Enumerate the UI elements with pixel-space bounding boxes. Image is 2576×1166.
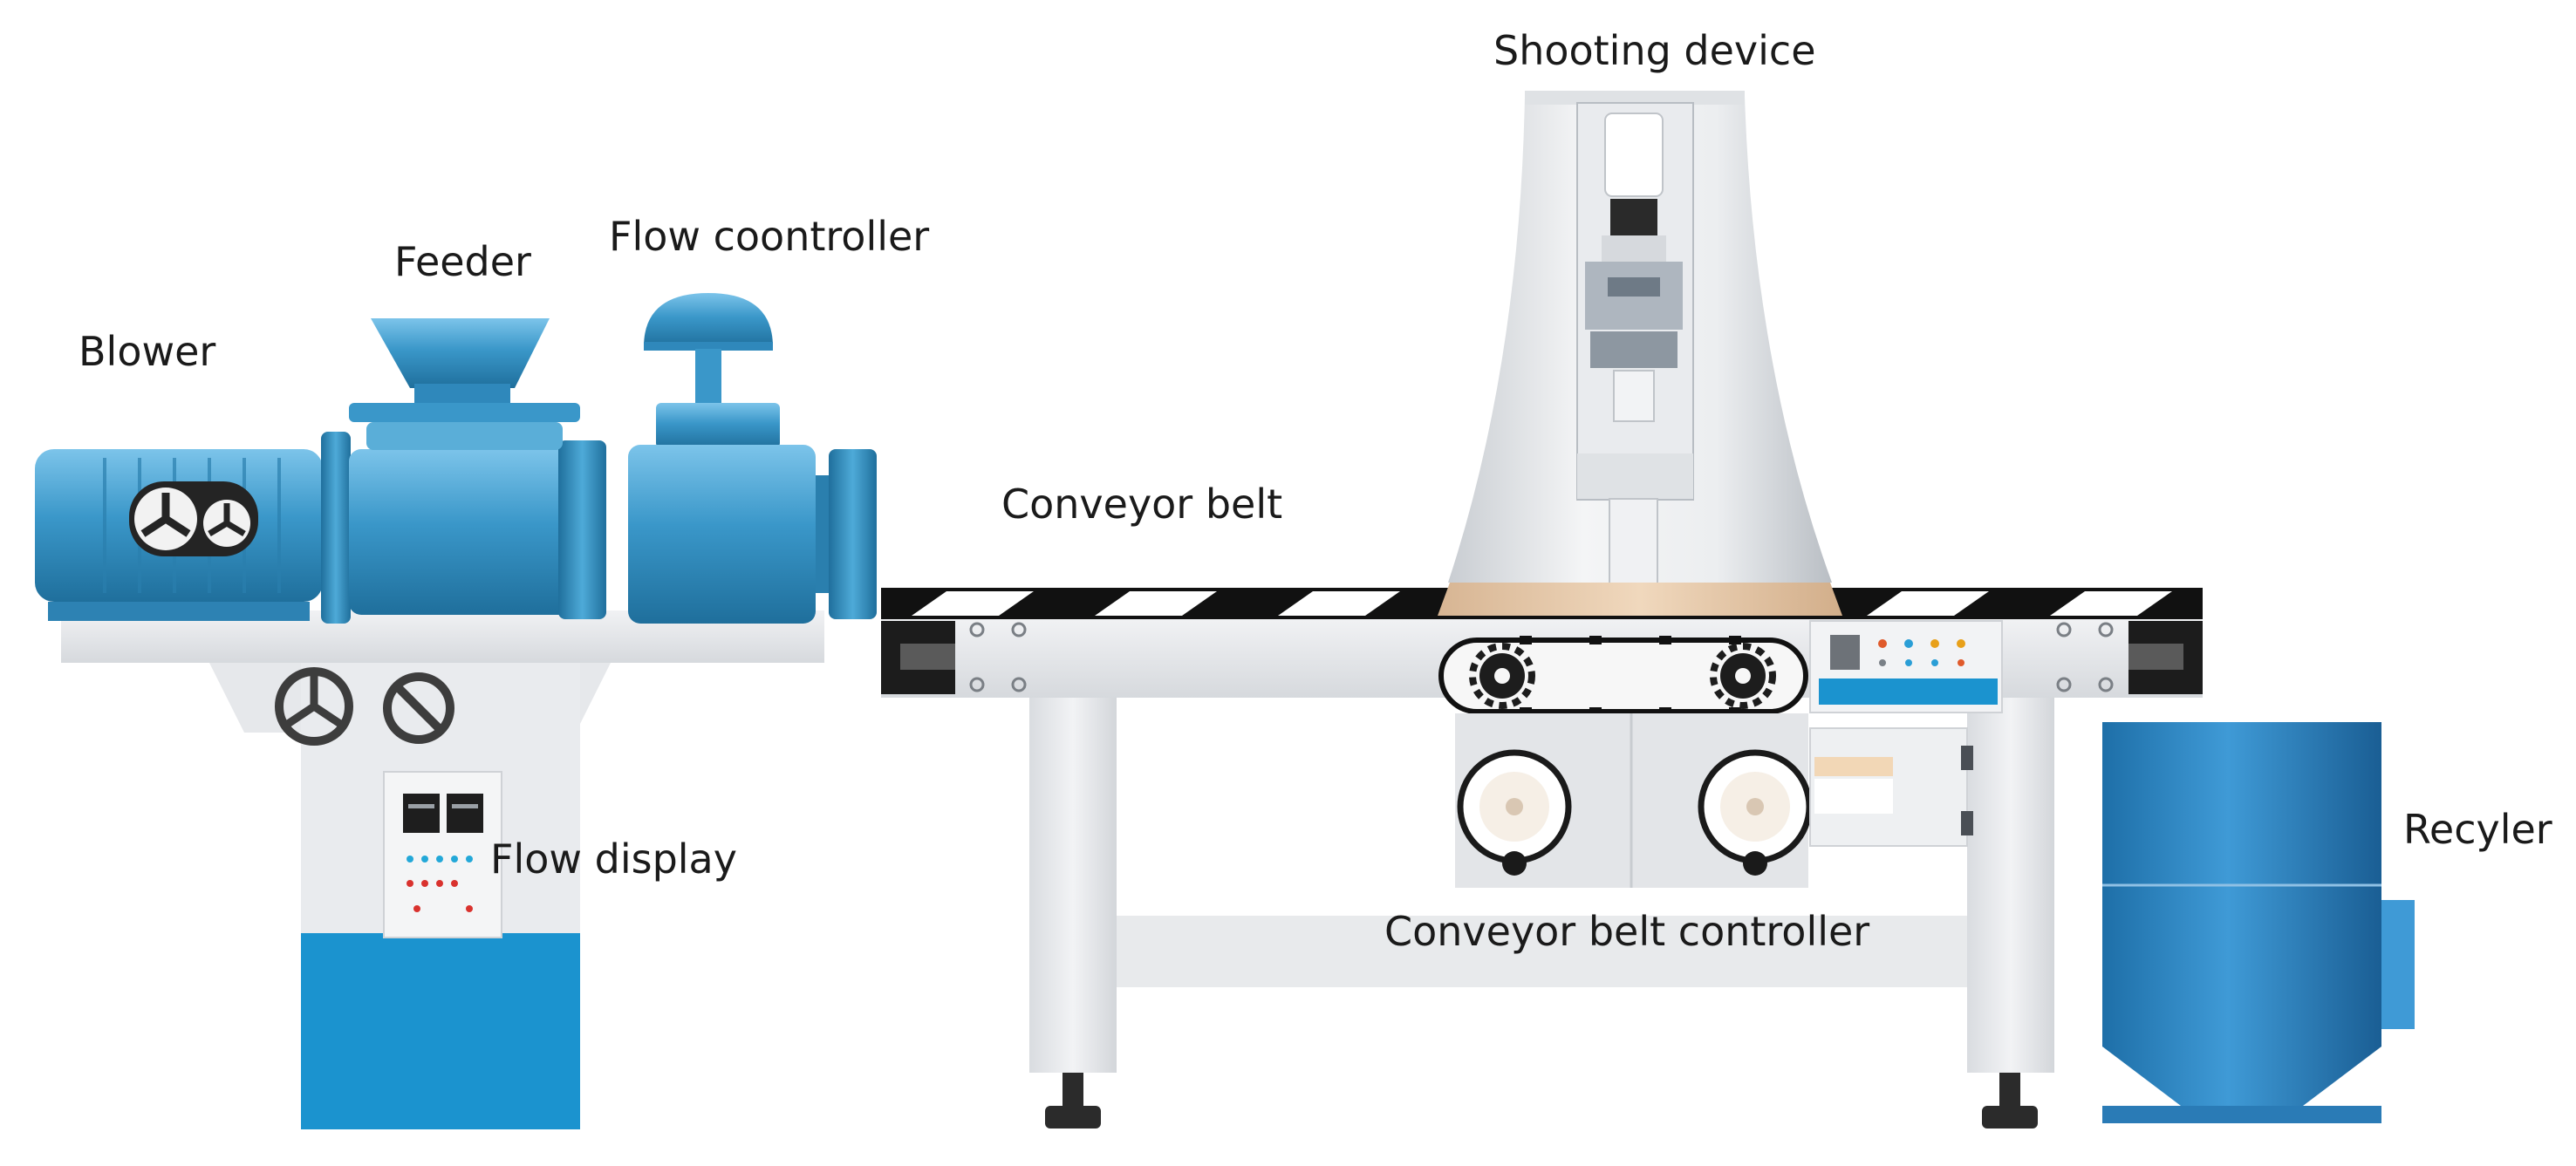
flow-display-panel bbox=[383, 771, 502, 938]
label-blower: Blower bbox=[79, 328, 216, 375]
label-recycler: Recyler bbox=[2403, 806, 2552, 853]
conveyor-leg-left bbox=[1029, 698, 1117, 1073]
flow-controller bbox=[628, 293, 877, 624]
label-feeder: Feeder bbox=[394, 238, 531, 285]
chain-drive bbox=[1438, 636, 1808, 716]
label-shooting-device: Shooting device bbox=[1493, 27, 1816, 74]
dial-knob-icon bbox=[1457, 749, 1572, 876]
label-conveyor-belt-controller: Conveyor belt controller bbox=[1384, 908, 1870, 955]
conveyor bbox=[881, 588, 2203, 1128]
mixing-housing bbox=[349, 449, 602, 615]
machine-cabinet bbox=[301, 933, 580, 1129]
housing-flange bbox=[558, 440, 606, 619]
conveyor-foot bbox=[1045, 1073, 1101, 1128]
shooting-device-base-ring bbox=[1438, 583, 1842, 616]
dial-knob-icon bbox=[1698, 749, 1813, 876]
belt-controller-cabinet bbox=[1455, 713, 1813, 888]
conveyor-leg-right bbox=[1967, 698, 2054, 1073]
sprocket-icon bbox=[1469, 643, 1535, 709]
coupling-ring bbox=[321, 432, 351, 624]
label-conveyor-belt: Conveyor belt bbox=[1001, 481, 1283, 528]
handwheel-icon bbox=[275, 667, 353, 746]
fan-icon bbox=[134, 488, 197, 550]
fan-icon bbox=[203, 500, 250, 547]
frame-bolts bbox=[969, 622, 2114, 692]
left-machine bbox=[35, 293, 877, 1129]
label-flow-controller: Flow coontroller bbox=[609, 213, 930, 260]
sprocket-icon bbox=[1710, 643, 1776, 709]
conveyor-crossbar bbox=[1117, 916, 2006, 987]
valve-dial-icon bbox=[383, 672, 454, 744]
blower-motor bbox=[35, 449, 323, 621]
label-flow-display: Flow display bbox=[490, 835, 737, 883]
control-box bbox=[1809, 620, 2003, 847]
shooting-device bbox=[1438, 91, 1842, 616]
feeder-hopper bbox=[349, 318, 580, 450]
recycler bbox=[2102, 722, 2415, 1123]
conveyor-foot bbox=[1982, 1073, 2038, 1128]
